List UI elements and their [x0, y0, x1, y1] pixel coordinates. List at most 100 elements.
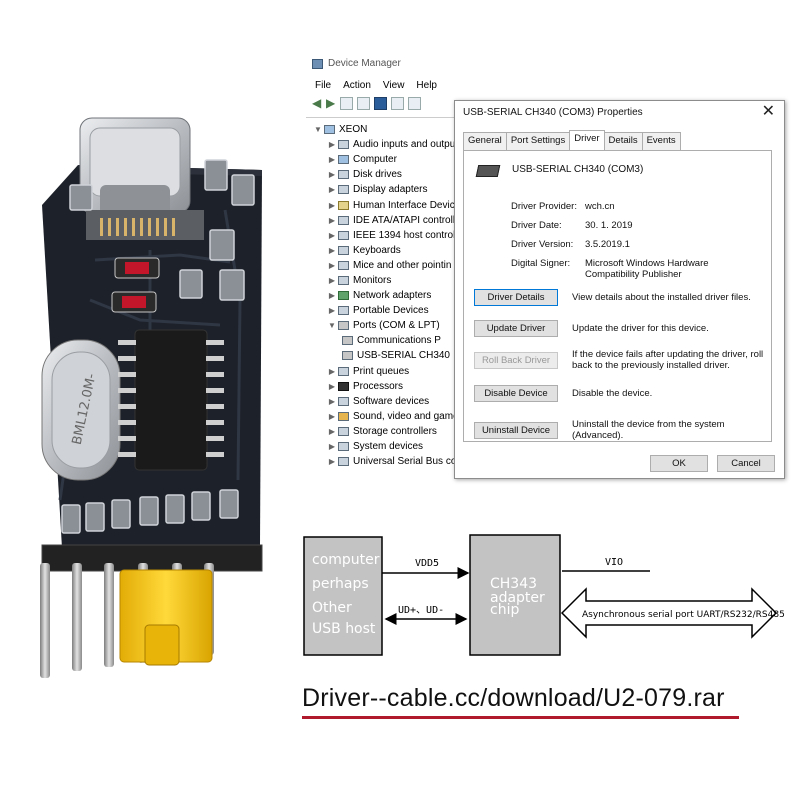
- tree-item[interactable]: ▶Audio inputs and outpu: [312, 137, 463, 152]
- tree-item[interactable]: ▶ Monitors: [312, 273, 463, 288]
- tree-item[interactable]: ▶ Software devices: [312, 394, 463, 409]
- usb-serial-device-icon: [475, 165, 501, 177]
- expand-chevron-icon[interactable]: ▶: [328, 366, 336, 376]
- update-driver-button[interactable]: Update Driver: [474, 320, 558, 337]
- tree-item[interactable]: ▶Processors: [312, 379, 463, 394]
- close-icon[interactable]: ✕: [761, 103, 775, 120]
- driver-date-row: Driver Date: 30. 1. 2019: [511, 220, 761, 231]
- tree-item[interactable]: ▼ Ports (COM & LPT): [312, 318, 463, 333]
- ok-button[interactable]: OK: [650, 455, 708, 472]
- tree-child-label: USB-SERIAL CH340: [357, 350, 450, 362]
- expand-chevron-icon[interactable]: ▶: [328, 306, 336, 316]
- scan-hardware-icon[interactable]: [391, 97, 404, 110]
- cancel-button[interactable]: Cancel: [717, 455, 775, 472]
- tree-item[interactable]: ▶Display adapters: [312, 182, 463, 197]
- tree-item[interactable]: ▶ Human Interface Devic: [312, 197, 463, 212]
- menu-file[interactable]: File: [315, 80, 332, 91]
- tree-item[interactable]: ▶Disk drives: [312, 167, 463, 182]
- disable-device-button[interactable]: Disable Device: [474, 385, 558, 402]
- tree-item[interactable]: ▶System devices: [312, 439, 463, 454]
- expand-chevron-icon[interactable]: ▶: [328, 275, 336, 285]
- roll-back-driver-button[interactable]: Roll Back Driver: [474, 351, 558, 369]
- tree-item[interactable]: ▶Keyboards: [312, 243, 463, 258]
- expand-chevron-icon[interactable]: ▶: [328, 411, 336, 421]
- host-line-1: computer: [312, 552, 380, 568]
- dialog-buttons: OK Cancel: [650, 455, 775, 472]
- properties-icon[interactable]: [340, 97, 353, 110]
- expand-chevron-icon[interactable]: ▶: [328, 140, 336, 150]
- expand-chevron-icon[interactable]: ▶: [328, 457, 336, 467]
- tree-item[interactable]: ▶ Portable Devices: [312, 303, 463, 318]
- expand-chevron-icon[interactable]: ▶: [328, 170, 336, 180]
- back-arrow-icon[interactable]: ◀: [312, 96, 322, 110]
- show-hide-icon[interactable]: [357, 97, 370, 110]
- menu-view[interactable]: View: [382, 80, 405, 91]
- tree-child-item[interactable]: Communications P: [312, 333, 463, 348]
- tree-item[interactable]: ▶Mice and other pointin: [312, 258, 463, 273]
- tree-root[interactable]: ▼ XEON: [312, 122, 463, 137]
- tree-item[interactable]: ▶Universal Serial Bus cor: [312, 454, 463, 469]
- expand-chevron-icon[interactable]: ▶: [328, 291, 336, 301]
- tab-port-settings[interactable]: Port Settings: [505, 132, 571, 151]
- expand-chevron-icon[interactable]: ▶: [328, 426, 336, 436]
- driver-date-value: 30. 1. 2019: [585, 220, 633, 231]
- tree-item[interactable]: ▶Storage controllers: [312, 424, 463, 439]
- tree-child-label: Communications P: [357, 335, 441, 347]
- expand-chevron-icon[interactable]: ▶: [328, 185, 336, 195]
- monitor-view-icon[interactable]: [408, 97, 421, 110]
- tree-item-label: Human Interface Devic: [353, 199, 455, 211]
- tree-item-label: Network adapters: [353, 290, 432, 302]
- tree-item-label: Monitors: [353, 274, 392, 286]
- tree-item[interactable]: ▶ Sound, video and game: [312, 409, 463, 424]
- chip-line-1: CH343: [490, 576, 537, 592]
- port-icon: [338, 321, 349, 331]
- tree-item-label: Sound, video and game: [353, 410, 459, 422]
- tree-item[interactable]: ▶IDE ATA/ATAPI controlle: [312, 213, 463, 228]
- expand-chevron-icon[interactable]: ▶: [328, 155, 336, 165]
- tree-item-label: Portable Devices: [353, 305, 429, 317]
- ide-controller-icon: [338, 215, 349, 225]
- expand-chevron-icon[interactable]: ▶: [328, 215, 336, 225]
- port-icon: [342, 336, 353, 346]
- tree-item-label: Software devices: [353, 395, 430, 407]
- device-manager-icon: [312, 58, 323, 69]
- tree-item[interactable]: ▶ Network adapters: [312, 288, 463, 303]
- uninstall-device-button[interactable]: Uninstall Device: [474, 421, 558, 439]
- keyboard-icon: [338, 245, 349, 255]
- chip-block: [469, 534, 561, 656]
- tree-item[interactable]: ▶IEEE 1394 host controlle: [312, 228, 463, 243]
- forward-arrow-icon[interactable]: ▶: [326, 96, 336, 110]
- tree-item[interactable]: ▶Print queues: [312, 364, 463, 379]
- chip-line-3: chip: [490, 602, 519, 618]
- collapse-chevron-icon[interactable]: ▼: [314, 125, 322, 135]
- tree-item-label: Ports (COM & LPT): [353, 320, 440, 332]
- tab-driver[interactable]: Driver: [569, 130, 605, 149]
- tree-child-item[interactable]: USB-SERIAL CH340: [312, 348, 463, 363]
- tab-general[interactable]: General: [463, 132, 507, 151]
- system-device-icon: [338, 442, 349, 452]
- driver-download-url[interactable]: Driver--cable.cc/download/U2-079.rar: [302, 684, 725, 712]
- driver-version-value: 3.5.2019.1: [585, 239, 630, 250]
- expand-chevron-icon[interactable]: ▶: [328, 442, 336, 452]
- collapse-chevron-icon[interactable]: ▼: [328, 321, 336, 331]
- driver-details-button[interactable]: Driver Details: [474, 289, 558, 306]
- tree-item[interactable]: ▶ Computer: [312, 152, 463, 167]
- expand-chevron-icon[interactable]: ▶: [328, 245, 336, 255]
- help-icon[interactable]: [374, 97, 387, 110]
- driver-provider-row: Driver Provider: wch.cn: [511, 201, 761, 212]
- tab-details[interactable]: Details: [603, 132, 643, 151]
- printer-icon: [338, 366, 349, 376]
- expand-chevron-icon[interactable]: ▶: [328, 381, 336, 391]
- tree-item-label: Computer: [353, 154, 397, 166]
- driver-provider-label: Driver Provider:: [511, 201, 577, 212]
- expand-chevron-icon[interactable]: ▶: [328, 230, 336, 240]
- portable-device-icon: [338, 306, 349, 316]
- expand-chevron-icon[interactable]: ▶: [328, 396, 336, 406]
- tab-events[interactable]: Events: [641, 132, 681, 151]
- menu-help[interactable]: Help: [416, 80, 437, 91]
- disk-drive-icon: [338, 170, 349, 180]
- expand-chevron-icon[interactable]: ▶: [328, 260, 336, 270]
- expand-chevron-icon[interactable]: ▶: [328, 200, 336, 210]
- host-line-2: perhaps: [312, 576, 369, 592]
- menu-action[interactable]: Action: [343, 80, 371, 91]
